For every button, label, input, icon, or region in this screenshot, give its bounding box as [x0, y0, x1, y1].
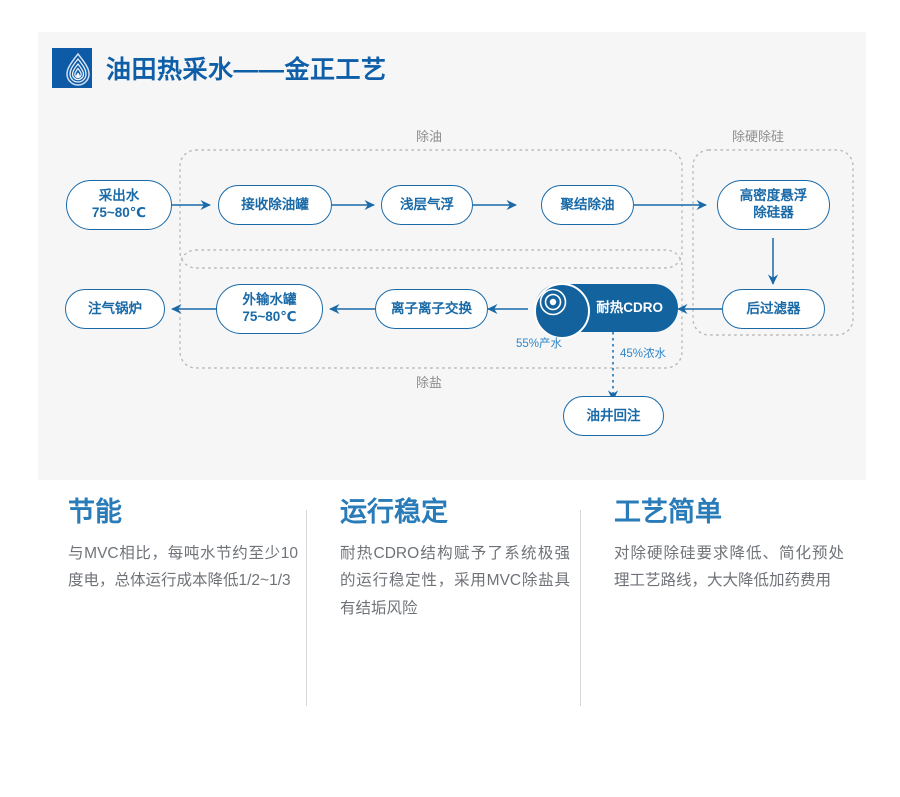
- feature-title: 工艺简单: [614, 497, 722, 527]
- feature-card-energy-saving: 节能 与MVC相比，每吨水节约至少10度电，总体运行成本降低1/2~1/3: [68, 497, 298, 595]
- node-line1: 注气锅炉: [88, 300, 142, 316]
- node-receiving-tank[interactable]: 接收除油罐: [218, 185, 332, 225]
- node-line1: 接收除油罐: [241, 196, 309, 212]
- node-produced-water[interactable]: 采出水 75~80℃: [66, 180, 172, 230]
- feature-title: 运行稳定: [340, 497, 448, 527]
- node-line1: 油井回注: [586, 407, 641, 423]
- feature-body: 耐热CDRO结构赋予了系统极强的运行稳定性，采用MVC除盐具有结垢风险: [340, 544, 570, 617]
- feature-divider-1: [306, 510, 307, 706]
- features-section: 节能 与MVC相比，每吨水节约至少10度电，总体运行成本降低1/2~1/3 运行…: [0, 497, 900, 728]
- group-label-deoil: 除油: [416, 129, 443, 144]
- feature-divider-2: [580, 510, 581, 706]
- node-post-filter[interactable]: 后过滤器: [722, 289, 825, 329]
- process-flow-diagram: 除油 除硬除硅 除盐 采出水 75~80℃ 接收除油罐 浅层气浮 聚结除油 高密…: [38, 32, 866, 480]
- node-line2: 除硅器: [753, 205, 794, 220]
- node-line1: 采出水: [98, 188, 140, 204]
- page-title: 油田热采水——金正工艺: [106, 56, 387, 84]
- page-header: 油田热采水——金正工艺: [52, 48, 387, 88]
- feature-title: 节能: [68, 497, 122, 527]
- node-line1: 外输水罐: [242, 292, 297, 308]
- node-steam-injection-boiler[interactable]: 注气锅炉: [65, 289, 165, 329]
- node-line1: 浅层气浮: [400, 196, 454, 212]
- node-heat-resistant-cdro[interactable]: 耐热CDRO: [534, 283, 678, 339]
- diagram-connectors: [171, 149, 854, 401]
- flow-label-concentrate: 45%浓水: [620, 348, 667, 360]
- node-line1: 聚结除油: [560, 196, 615, 212]
- feature-body: 对除硬除硅要求降低、简化预处理工艺路线，大大降低加药费用: [614, 544, 844, 590]
- node-export-water-tank[interactable]: 外输水罐 75~80℃: [216, 284, 323, 334]
- node-well-reinjection[interactable]: 油井回注: [563, 396, 664, 436]
- feature-card-stable-operation: 运行稳定 耐热CDRO结构赋予了系统极强的运行稳定性，采用MVC除盐具有结垢风险: [340, 497, 570, 622]
- diagram-panel: [38, 32, 866, 480]
- group-label-desalt: 除盐: [416, 375, 443, 390]
- group-label-desilica: 除硬除硅: [732, 129, 785, 144]
- water-drop-ripple-logo-icon: [52, 48, 92, 88]
- node-coalescing-deoiler[interactable]: 聚结除油: [541, 185, 634, 225]
- flow-label-permeate: 55%产水: [516, 338, 563, 350]
- node-line2: 75~80℃: [91, 205, 147, 220]
- node-line2: 75~80℃: [242, 309, 297, 324]
- node-shallow-flotation[interactable]: 浅层气浮: [381, 185, 473, 225]
- node-line1: 耐热CDRO: [596, 299, 663, 315]
- node-line1: 离子离子交换: [391, 300, 472, 316]
- node-line1: 后过滤器: [746, 300, 801, 316]
- feature-card-simple-process: 工艺简单 对除硬除硅要求降低、简化预处理工艺路线，大大降低加药费用: [614, 497, 844, 595]
- feature-body: 与MVC相比，每吨水节约至少10度电，总体运行成本降低1/2~1/3: [68, 544, 298, 590]
- membrane-ring-icon: [534, 283, 590, 339]
- node-line1: 高密度悬浮: [739, 188, 808, 204]
- node-ion-exchange[interactable]: 离子离子交换: [375, 289, 488, 329]
- node-hd-desilicator[interactable]: 高密度悬浮 除硅器: [717, 180, 830, 230]
